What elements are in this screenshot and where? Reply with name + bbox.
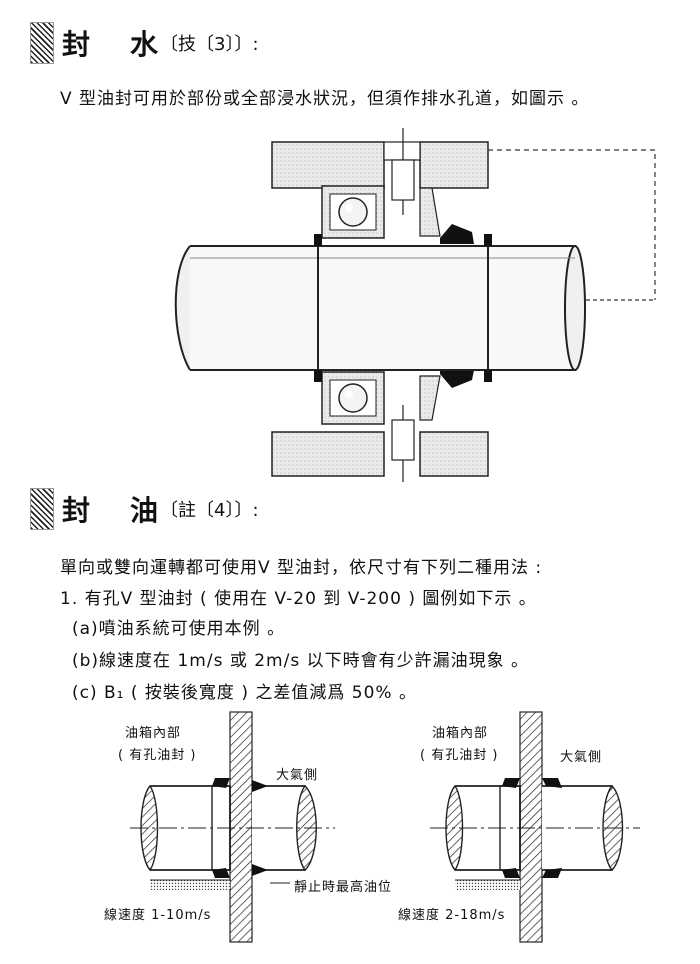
section1-title-b: 水	[130, 28, 161, 61]
oil-seal-diagram-right	[430, 711, 640, 943]
section1-title-a: 封	[62, 28, 93, 61]
left-label-atmosphere: 大氣側	[276, 768, 319, 783]
section2-item-b: (b)線速度在 1m/s 或 2m/s 以下時會有少許漏油現象 。	[72, 651, 529, 671]
section-marker-icon	[30, 488, 54, 530]
section2-ref: 〔註〔4〕〕:	[160, 500, 259, 521]
housing-bottom	[271, 431, 489, 477]
section2-intro: 單向或雙向運轉都可使用V 型油封，依尺寸有下列二種用法 :	[60, 558, 543, 578]
section1-ref: 〔技〔3〕〕:	[160, 34, 259, 55]
right-label-atmosphere: 大氣側	[560, 750, 603, 765]
right-label-oil-box: 油箱內部	[432, 726, 489, 741]
right-label-speed: 線速度 2-18m/s	[398, 908, 506, 923]
left-label-speed: 線速度 1-10m/s	[104, 908, 212, 923]
section-marker-icon	[30, 22, 54, 64]
oil-seal-diagram-left	[130, 711, 335, 943]
section2-item1: 1. 有孔V 型油封 ( 使用在 V-20 到 V-200 ) 圖例如下示 。	[60, 589, 537, 609]
v-seal-bottom	[419, 370, 474, 421]
section2-item-a: (a)噴油系統可使用本例 。	[72, 619, 286, 639]
left-label-oil-level: 靜止時最高油位	[294, 880, 393, 895]
left-label-hole-seal: ( 有孔油封 )	[118, 748, 197, 763]
section2-item-c: (c) B₁ ( 按裝後寬度 ) 之差值減爲 50% 。	[72, 683, 417, 703]
water-level-dashed	[488, 149, 656, 300]
housing-top	[271, 141, 489, 189]
shaft	[174, 234, 586, 382]
right-label-hole-seal: ( 有孔油封 )	[420, 748, 499, 763]
section2-heading: 封 油 〔註〔4〕〕:	[30, 488, 259, 530]
section2-title-a: 封	[62, 494, 93, 527]
bearing-bottom	[321, 371, 385, 425]
v-seal-top	[419, 187, 474, 244]
section2-title-b: 油	[130, 494, 161, 527]
section1-text: V 型油封可用於部份或全部浸水狀況，但須作排水孔道，如圖示 。	[60, 89, 590, 109]
left-label-oil-box: 油箱內部	[125, 726, 182, 741]
section1-heading: 封 水 〔技〔3〕〕:	[30, 22, 259, 64]
bearing-top	[321, 185, 385, 239]
